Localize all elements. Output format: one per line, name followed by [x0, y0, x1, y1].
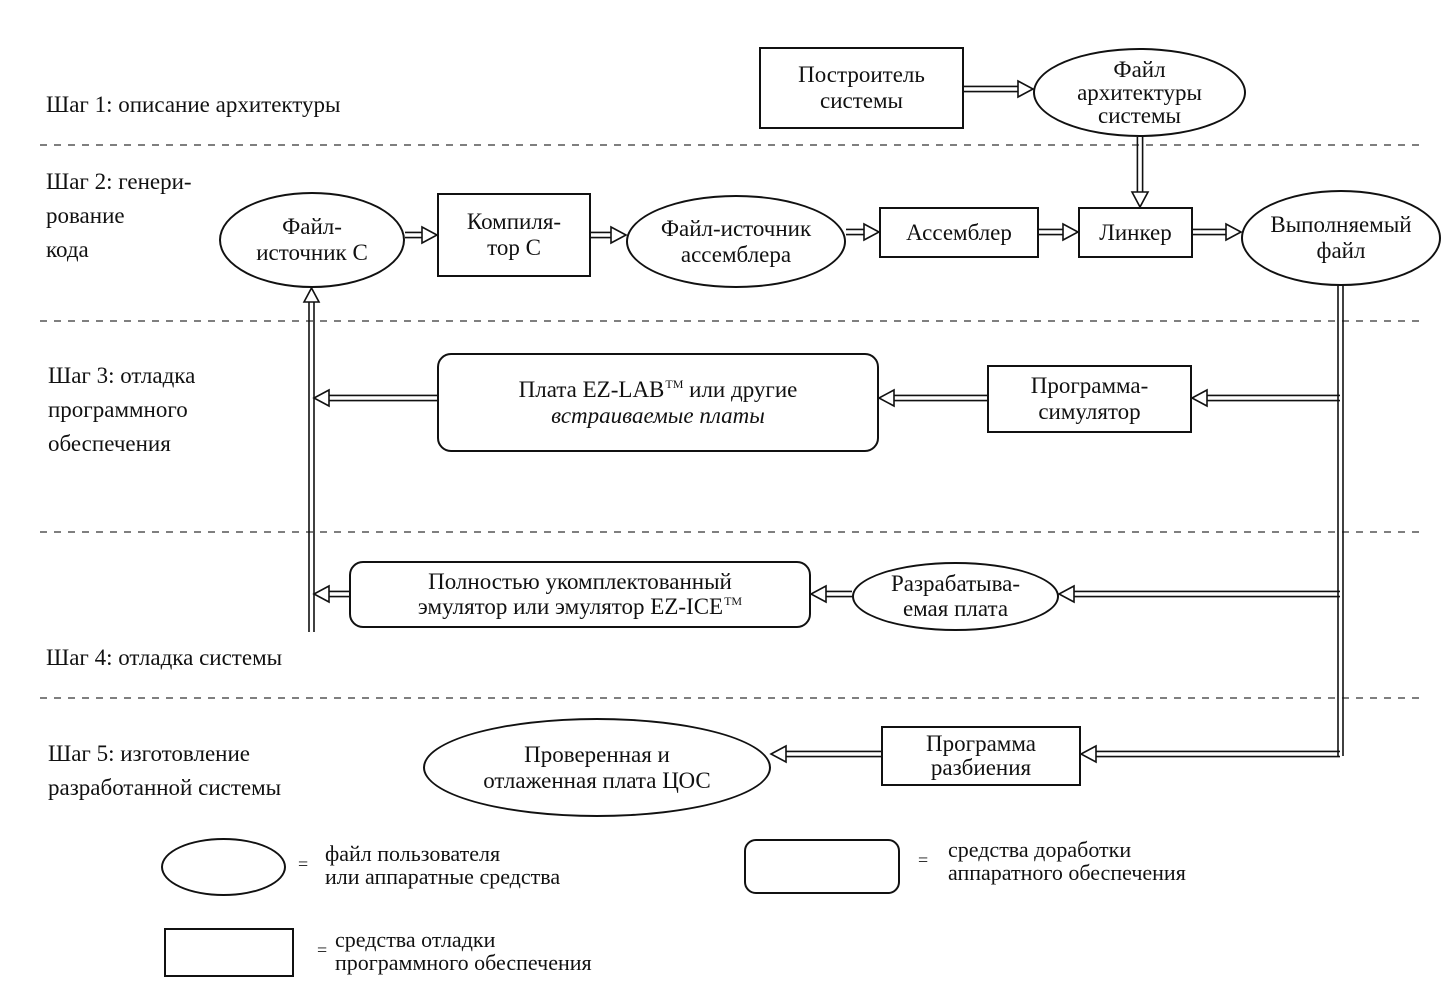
legend-rounded-shape — [744, 839, 900, 894]
legend-ellipse-line2: или аппаратные средства — [325, 864, 561, 890]
step3-label-line2: программного — [48, 397, 188, 422]
step3-label-line3: обеспечения — [48, 431, 171, 456]
c-compiler-line1: Компиля- — [466, 209, 562, 235]
executable-line1: Выполняемый — [1270, 212, 1412, 238]
legend-rounded-text: средства доработки аппаратного обеспечен… — [948, 838, 1186, 884]
target-board-line2: емая плата — [902, 595, 1009, 621]
arch-file-ellipse: Файл архитектуры системы — [1033, 48, 1246, 137]
c-source-line2: источник С — [256, 240, 368, 265]
c-compiler-box: Компиля- тор С — [437, 193, 591, 277]
legend-rect-line2: программного обеспечения — [335, 950, 592, 976]
arch-file-line1: Файл — [1113, 57, 1166, 82]
linker-to-executable-arrowhead — [1225, 222, 1243, 242]
ezlab-board-name: Плата EZ-LAB — [518, 376, 665, 402]
splitter-to-dspboard-arrowhead — [769, 744, 787, 764]
ezlab-board-box: Плата EZ-LABTM или другие встраиваемые п… — [437, 353, 879, 452]
asm-source-line1: Файл-источник — [660, 215, 812, 241]
csource-to-compiler-arrowhead — [421, 225, 439, 245]
target-board-ellipse: Разрабатыва- емая плата — [852, 562, 1059, 631]
assembler-box: Ассемблер — [879, 207, 1039, 258]
step5-label-line1: Шаг 5: изготовление — [48, 741, 251, 766]
asmsource-to-assembler-arrowhead — [863, 222, 881, 242]
c-source-ellipse: Файл- источник С — [219, 192, 405, 288]
system-builder-line1: Построитель — [798, 62, 925, 88]
trunk-to-simulator-arrowhead — [1190, 388, 1208, 408]
trunk-to-targetboard-arrowhead — [1057, 584, 1075, 604]
legend-ellipse-eq: = — [298, 854, 309, 874]
assembler-to-linker-arrowhead — [1062, 222, 1080, 242]
ezlab-board-line2: встраиваемые платы — [551, 402, 765, 428]
ezlab-to-feedback-arrowhead — [312, 388, 330, 408]
builder-to-archfile-arrowhead — [1017, 79, 1035, 99]
legend-rect-text: средства отладки программного обеспечени… — [335, 928, 592, 974]
emulator-box: Полностью укомплектованный эмулятор или … — [349, 561, 811, 628]
legend-rounded-eq: = — [918, 850, 929, 870]
step2-label-line1: Шаг 2: генери- — [46, 169, 192, 194]
step2-label-line2: рование — [46, 203, 125, 228]
splitter-line2: разбиения — [930, 755, 1032, 780]
target-board-line1: Разрабатыва- — [890, 571, 1021, 597]
dsp-board-line1: Проверенная и — [524, 741, 670, 767]
simulator-line2: симулятор — [1038, 399, 1141, 424]
targetboard-to-emulator-arrowhead — [809, 584, 827, 604]
dsp-board-line2: отлаженная плата ЦОС — [483, 767, 711, 793]
legend-ellipse-shape — [161, 838, 286, 896]
splitter-box: Программа разбиения — [881, 726, 1081, 786]
splitter-line1: Программа — [926, 730, 1036, 756]
arch-file-line3: системы — [1098, 103, 1181, 128]
system-builder-line2: системы — [820, 88, 903, 113]
legend-rounded-line2: аппаратного обеспечения — [948, 860, 1186, 886]
dsp-board-ellipse: Проверенная и отлаженная плата ЦОС — [423, 718, 771, 817]
linker-box: Линкер — [1078, 207, 1193, 258]
arch-file-line2: архитектуры — [1077, 80, 1202, 105]
simulator-line1: Программа- — [1030, 373, 1149, 399]
compiler-to-asmsource-arrowhead — [610, 225, 628, 245]
step4-label: Шаг 4: отладка системы — [46, 645, 283, 670]
ezlab-board-tail: или другие — [683, 376, 798, 402]
step2-label-line3: кода — [46, 237, 89, 262]
legend-ellipse-line1: файл пользователя — [325, 841, 501, 866]
executable-ellipse: Выполняемый файл — [1241, 190, 1441, 286]
system-builder-box: Построитель системы — [759, 47, 964, 129]
simulator-to-ezlab-arrowhead — [877, 388, 895, 408]
executable-line2: файл — [1316, 238, 1366, 263]
step1-label: Шаг 1: описание архитектуры — [46, 92, 341, 117]
legend-rect-shape — [164, 928, 294, 977]
emulator-line2-wrap: эмулятор или эмулятор EZ-ICETM — [417, 593, 743, 619]
c-source-line1: Файл- — [282, 214, 342, 240]
ezlab-board-line1: Плата EZ-LABTM или другие — [519, 377, 798, 403]
legend-ellipse-text: файл пользователя или аппаратные средств… — [325, 842, 560, 888]
legend-rect-eq: = — [317, 940, 328, 960]
assembler-label: Ассемблер — [906, 219, 1012, 245]
step5-label-line2: разработанной системы — [48, 775, 282, 800]
trunk-to-splitter-arrowhead — [1079, 744, 1097, 764]
asm-source-line2: ассемблера — [680, 241, 792, 267]
simulator-box: Программа- симулятор — [987, 365, 1192, 433]
emulator-to-feedback-arrowhead — [312, 584, 330, 604]
ezlab-tm: TM — [665, 377, 684, 392]
emulator-line1: Полностью укомплектованный — [428, 569, 732, 595]
archfile-to-linker-arrowhead — [1130, 191, 1150, 209]
emulator-line2: эмулятор или эмулятор EZ-ICE — [417, 593, 724, 619]
step3-label-line1: Шаг 3: отладка — [48, 363, 196, 388]
legend-rounded-line1: средства доработки — [948, 837, 1132, 862]
asm-source-ellipse: Файл-источник ассемблера — [626, 195, 846, 288]
c-compiler-line2: тор С — [487, 235, 541, 260]
legend-rect-line1: средства отладки — [335, 927, 496, 952]
linker-label: Линкер — [1099, 219, 1172, 245]
ezice-tm: TM — [724, 593, 743, 608]
feedback-arrowhead — [302, 286, 321, 303]
